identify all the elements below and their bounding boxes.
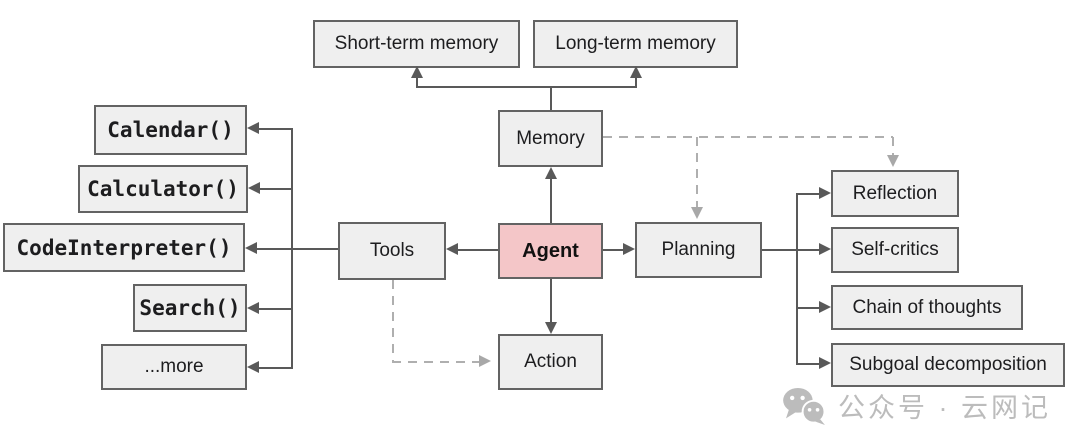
node-action: Action bbox=[498, 334, 603, 390]
node-calendar: Calendar() bbox=[94, 105, 247, 155]
edge-branch-code-interpreter bbox=[256, 248, 292, 250]
edge-memory-reflection-dashed bbox=[892, 137, 894, 156]
node-tools: Tools bbox=[338, 222, 446, 280]
node-code-interpreter: CodeInterpreter() bbox=[3, 223, 245, 272]
edge-branch-calculator bbox=[259, 188, 292, 190]
edge-tools-action-dashed-vertical bbox=[392, 280, 394, 362]
edge-right-trunk bbox=[796, 193, 798, 365]
edge-tools-trunk-connector bbox=[291, 248, 338, 250]
edge-branch-chain-of-thoughts bbox=[796, 307, 821, 309]
edge-memory-top-horizontal bbox=[417, 86, 637, 88]
edge-memory-up-stem bbox=[550, 86, 552, 110]
arrow-into-memory bbox=[545, 167, 557, 179]
arrow-into-self-critics bbox=[819, 243, 831, 255]
edge-branch-more bbox=[258, 367, 292, 369]
node-search-label: Search() bbox=[139, 296, 241, 320]
edge-memory-planning-dashed bbox=[696, 137, 698, 207]
node-short-term-memory-label: Short-term memory bbox=[334, 33, 499, 54]
node-subgoal-decomposition: Subgoal decomposition bbox=[831, 343, 1065, 387]
node-calculator: Calculator() bbox=[78, 165, 248, 213]
node-long-term-memory-label: Long-term memory bbox=[555, 33, 716, 54]
wechat-icon bbox=[783, 387, 826, 425]
arrow-into-short-term-memory bbox=[411, 66, 423, 78]
node-tools-label: Tools bbox=[369, 240, 415, 261]
edge-left-trunk bbox=[291, 128, 293, 369]
node-chain-of-thoughts-label: Chain of thoughts bbox=[852, 296, 1002, 318]
arrow-into-calculator bbox=[248, 182, 260, 194]
node-calendar-label: Calendar() bbox=[107, 118, 234, 142]
arrow-into-tools bbox=[446, 243, 458, 255]
node-chain-of-thoughts: Chain of thoughts bbox=[831, 285, 1023, 330]
node-short-term-memory: Short-term memory bbox=[313, 20, 520, 68]
dashed-arrow-into-reflection bbox=[887, 155, 899, 167]
edge-branch-subgoal-decomposition bbox=[796, 363, 821, 365]
node-self-critics-label: Self-critics bbox=[851, 239, 939, 260]
node-more: ...more bbox=[101, 344, 247, 390]
node-action-label: Action bbox=[524, 351, 577, 372]
edge-long-term-stem bbox=[635, 77, 637, 88]
arrow-into-more bbox=[247, 361, 259, 373]
node-agent: Agent bbox=[498, 223, 603, 279]
watermark-text: 公众号 · 云网记 bbox=[838, 393, 1051, 423]
edge-short-term-stem bbox=[416, 77, 418, 88]
arrow-into-calendar bbox=[247, 122, 259, 134]
node-memory-label: Memory bbox=[516, 127, 585, 149]
edge-branch-search bbox=[258, 308, 292, 310]
edge-tools-action-dashed-horizontal bbox=[392, 361, 479, 363]
node-reflection: Reflection bbox=[831, 170, 959, 217]
dashed-arrow-into-action bbox=[479, 355, 491, 367]
node-planning: Planning bbox=[635, 222, 762, 278]
node-reflection-label: Reflection bbox=[852, 182, 938, 204]
node-calculator-label: Calculator() bbox=[87, 177, 239, 201]
node-memory: Memory bbox=[498, 110, 603, 167]
edge-planning-trunk-connector bbox=[762, 249, 820, 251]
node-planning-label: Planning bbox=[661, 239, 736, 260]
edge-branch-calendar bbox=[258, 128, 292, 130]
node-agent-label: Agent bbox=[522, 239, 579, 262]
node-long-term-memory: Long-term memory bbox=[533, 20, 738, 68]
edge-agent-planning bbox=[603, 249, 625, 251]
arrow-into-code-interpreter bbox=[245, 242, 257, 254]
arrow-into-chain-of-thoughts bbox=[819, 301, 831, 313]
arrow-into-subgoal-decomposition bbox=[819, 357, 831, 369]
node-code-interpreter-label: CodeInterpreter() bbox=[16, 235, 232, 260]
arrow-into-reflection bbox=[819, 187, 831, 199]
arrow-into-search bbox=[247, 302, 259, 314]
edge-branch-reflection bbox=[796, 193, 821, 195]
arrow-into-action bbox=[545, 322, 557, 334]
node-self-critics: Self-critics bbox=[831, 227, 959, 273]
node-search: Search() bbox=[133, 284, 247, 332]
edge-memory-dashed-horizontal bbox=[603, 136, 893, 138]
node-subgoal-decomposition-label: Subgoal decomposition bbox=[849, 354, 1047, 375]
node-more-label: ...more bbox=[144, 356, 204, 377]
arrow-into-long-term-memory bbox=[630, 66, 642, 78]
watermark: 公众号 · 云网记 bbox=[782, 386, 1051, 425]
edge-agent-tools bbox=[456, 249, 498, 251]
edge-agent-action bbox=[550, 279, 552, 323]
dashed-arrow-into-planning bbox=[691, 207, 703, 219]
edge-agent-memory bbox=[550, 178, 552, 223]
arrow-into-planning bbox=[623, 243, 635, 255]
